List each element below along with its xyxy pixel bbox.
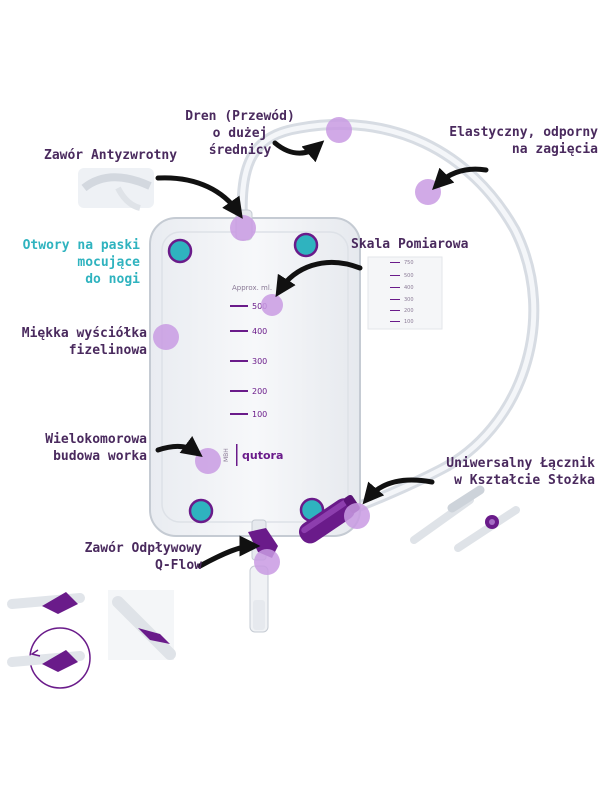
- marker-drain-valve: [254, 549, 280, 575]
- strap-hole-top-right: [293, 232, 319, 258]
- arrow-lacznik: [362, 477, 435, 505]
- strap-holes: [167, 232, 325, 524]
- marker-scale: [261, 294, 283, 316]
- arrow-skala: [275, 259, 363, 298]
- pointer-arrows: [155, 140, 489, 569]
- bag-scale-300: 300: [252, 357, 267, 366]
- inset-scale-100: 100: [404, 319, 414, 325]
- strap-hole-top-left: [167, 238, 193, 264]
- label-zawor-antyzwrotny: Zawór Antyzwrotny: [44, 148, 178, 163]
- brand-logo: qutora: [242, 449, 283, 462]
- inset-connectors: [410, 485, 520, 552]
- inset-scale: 750 500 400 300 200 100: [367, 256, 443, 330]
- marker-valve: [230, 215, 256, 241]
- bag-scale: Approx. ml. 500 400 300 200 100: [230, 284, 272, 419]
- arrow-zawor-odplywowy: [197, 535, 261, 569]
- inset-scale-300: 300: [404, 297, 414, 303]
- strap-hole-bottom-left: [188, 498, 214, 524]
- label-skala: Skala Pomiarowa: [351, 237, 469, 252]
- arrow-zawor-antyzwrotny: [155, 175, 243, 219]
- bag-scale-500: 500: [252, 302, 267, 311]
- marker-connector: [344, 503, 370, 529]
- marker-chambers: [195, 448, 221, 474]
- inset-scale-500: 500: [404, 273, 414, 279]
- inset-scale-750: 750: [404, 260, 414, 266]
- inset-scale-200: 200: [404, 308, 414, 314]
- inset-valve: [78, 168, 154, 211]
- inset-scale-400: 400: [404, 285, 414, 291]
- marker-lining: [153, 324, 179, 350]
- arrow-elastyczny: [432, 166, 489, 190]
- marker-tube-top: [326, 117, 352, 143]
- bag-scale-400: 400: [252, 327, 267, 336]
- urine-bag: [149, 217, 361, 537]
- bag-scale-100: 100: [252, 410, 267, 419]
- arrow-dren: [272, 140, 325, 163]
- inset-drain-valves: [7, 590, 176, 689]
- bag-side-text: MBH: [223, 448, 230, 462]
- bag-approx-label: Approx. ml.: [232, 284, 272, 292]
- bag-scale-200: 200: [252, 387, 267, 396]
- arrow-wielokomorowa: [155, 436, 203, 458]
